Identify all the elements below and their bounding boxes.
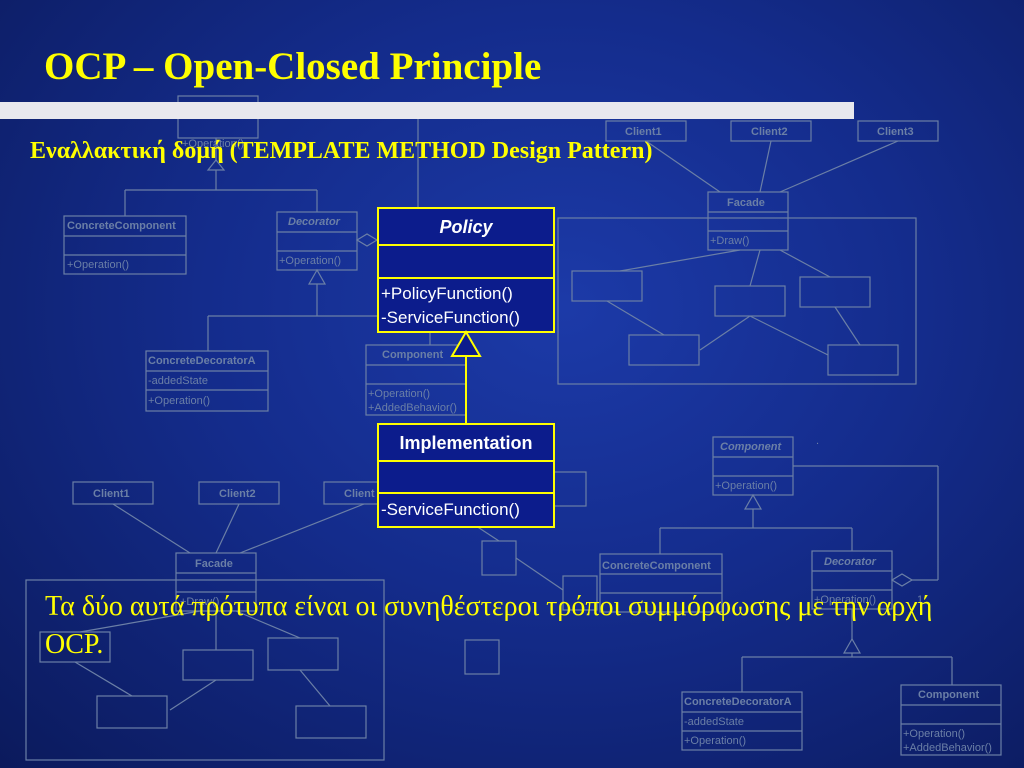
- bg-bottom-facade-label: Facade: [195, 558, 233, 570]
- bg-facade-bottom: [25, 481, 405, 761]
- bg-decorator-bottom: [599, 436, 1002, 756]
- bg-decorator-op: +Operation(): [279, 255, 341, 267]
- policy-op-service-function: -ServiceFunction(): [381, 308, 520, 327]
- bg-top-op-label: +Operation(): [182, 138, 244, 150]
- implementation-class-name: Implementation: [399, 433, 532, 453]
- bg-facade-top: [557, 120, 939, 385]
- bg-decorator-label: Decorator: [288, 216, 341, 228]
- bg-br-decorator-op: +Operation(): [814, 594, 876, 606]
- bg-concrete-component-op: +Operation(): [67, 259, 129, 271]
- policy-class-name: Policy: [439, 217, 493, 237]
- bg-br-concrete-decorator-label: ConcreteDecoratorA: [684, 696, 792, 708]
- uml-class-implementation: Implementation -ServiceFunction(): [377, 423, 555, 528]
- bg-br-decorator-label: Decorator: [824, 556, 877, 568]
- bg-top-client1: Client1: [625, 126, 662, 138]
- bg-concrete-decorator-label: ConcreteDecoratorA: [148, 355, 256, 367]
- slide-title: OCP – Open-Closed Principle: [44, 45, 542, 88]
- bg-top-client3: Client3: [877, 126, 914, 138]
- bg-br-component-label: Component: [720, 441, 782, 453]
- bg-middle-boxes: [464, 471, 598, 675]
- inheritance-arrow: [450, 330, 482, 424]
- subtitle-greek: Εναλλακτική δομή: [30, 138, 224, 164]
- title-separator-bar: [0, 102, 854, 119]
- bg-br-concrete-component-label: ConcreteComponent: [602, 560, 711, 572]
- bg-bottom-facade-op: +Draw(): [180, 596, 219, 608]
- bg-br-concrete-decorator-attr: -addedState: [684, 716, 744, 728]
- bg-top-client2: Client2: [751, 126, 788, 138]
- bg-bottom-client2: Client2: [219, 488, 256, 500]
- bg-bottom-client3: Client: [344, 488, 375, 500]
- bg-br-component2-op1: +Operation(): [903, 728, 965, 740]
- bg-bottom-client1: Client1: [93, 488, 130, 500]
- bg-component-op2: +AddedBehavior(): [368, 402, 457, 414]
- subtitle-pattern: (TEMPLATE METHOD Design Pattern): [229, 138, 653, 164]
- slide-subtitle: Εναλλακτική δομή (TEMPLATE METHOD Design…: [30, 138, 652, 165]
- bg-top-facade-op: +Draw(): [710, 235, 749, 247]
- bg-br-component2-op2: +AddedBehavior(): [903, 742, 992, 754]
- implementation-op-service-function: -ServiceFunction(): [381, 500, 520, 519]
- bg-br-dot: .: [816, 435, 819, 447]
- bg-br-concrete-decorator-op: +Operation(): [684, 735, 746, 747]
- bg-concrete-decorator-op: +Operation(): [148, 395, 210, 407]
- bg-br-multiplicity: 1: [917, 594, 923, 606]
- bg-br-component-op: +Operation(): [715, 480, 777, 492]
- slide-body-text: Τα δύο αυτά πρότυπα είναι οι συνηθέστερο…: [45, 591, 933, 660]
- bg-component-op1: +Operation(): [368, 388, 430, 400]
- bg-top-facade-label: Facade: [727, 197, 765, 209]
- policy-op-policy-function: +PolicyFunction(): [381, 284, 513, 303]
- uml-class-policy: Policy +PolicyFunction() -ServiceFunctio…: [377, 207, 555, 333]
- bg-component-label: Component: [382, 349, 443, 361]
- bg-concrete-component-label: ConcreteComponent: [67, 220, 176, 232]
- bg-concrete-decorator-attr: -addedState: [148, 375, 208, 387]
- bg-br-component2-label: Component: [918, 689, 979, 701]
